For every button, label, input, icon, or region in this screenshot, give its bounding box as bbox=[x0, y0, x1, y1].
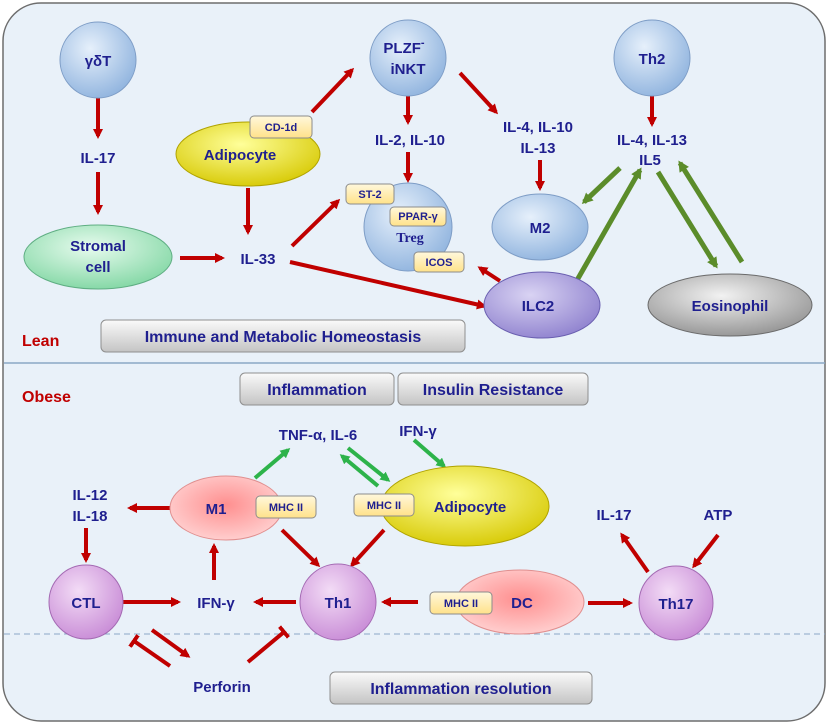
arrow-m1-th1 bbox=[280, 528, 321, 568]
cytokine-il13: IL-13 bbox=[520, 140, 555, 157]
arrow-th17-il17 bbox=[620, 532, 650, 574]
cell-stromal: Stromal cell bbox=[23, 224, 173, 290]
cytokine-il5: IL5 bbox=[639, 152, 661, 169]
banner-insulin-resistance-text: Insulin Resistance bbox=[423, 382, 564, 399]
banner-homeostasis-text: Immune and Metabolic Homeostasis bbox=[145, 329, 422, 346]
cell-adipocyte-lean: Adipocyte CD-1d bbox=[175, 115, 321, 187]
cytokine-il17-lean: IL-17 bbox=[80, 150, 115, 167]
cell-th1-label: Th1 bbox=[325, 595, 352, 612]
arrow-adipocyte-tnf bbox=[339, 454, 380, 488]
cytokine-il2-il10: IL-2, IL-10 bbox=[375, 132, 445, 149]
cell-plzf-inkt: PLZF- iNKT bbox=[369, 19, 447, 97]
obese-arrows bbox=[81, 438, 720, 668]
cell-adipocyte-lean-label: Adipocyte bbox=[204, 147, 277, 164]
arrow-adipocyte-th1 bbox=[349, 528, 386, 568]
tag-cd1d-box bbox=[249, 115, 313, 139]
banner-insulin-resistance: Insulin Resistance bbox=[397, 372, 589, 406]
banner-inflammation-text: Inflammation bbox=[267, 382, 367, 399]
cytokine-ifng-mid: IFN-γ bbox=[197, 595, 235, 612]
section-label-obese: Obese bbox=[22, 389, 71, 406]
tag-mhc-dc-box bbox=[429, 591, 493, 615]
banner-inflammation: Inflammation bbox=[239, 372, 395, 406]
cell-th2-label: Th2 bbox=[639, 51, 666, 68]
cell-m2-label: M2 bbox=[530, 220, 551, 237]
cytokine-il18: IL-18 bbox=[72, 508, 107, 525]
arrow-il33-ilc2 bbox=[289, 260, 487, 310]
cell-m1: M1 MHC II bbox=[169, 475, 317, 541]
cell-dc: DC MHC II bbox=[429, 569, 585, 635]
arrow-ifng-adipocyte bbox=[412, 438, 447, 468]
arrow-il33-st2 bbox=[290, 198, 341, 248]
arrow-ilc2-il5 bbox=[573, 167, 643, 284]
tag-cd1d: CD-1d bbox=[265, 122, 297, 134]
cell-inkt-label: iNKT bbox=[391, 61, 426, 78]
cell-m1-label: M1 bbox=[206, 501, 227, 518]
section-label-lean: Lean bbox=[22, 333, 59, 350]
tag-ppar: PPAR-γ bbox=[398, 211, 438, 223]
cell-th17-label: Th17 bbox=[658, 596, 693, 613]
cell-ilc2: ILC2 bbox=[483, 271, 601, 339]
cell-eosinophil: Eosinophil bbox=[647, 273, 813, 337]
cytokine-il4-il10: IL-4, IL-10 bbox=[503, 119, 573, 136]
arrow-plzf-il4 bbox=[458, 71, 499, 115]
tag-st2-box bbox=[345, 183, 395, 205]
tag-mhc-adipo-box bbox=[353, 493, 415, 517]
cell-ctl-label: CTL bbox=[71, 595, 100, 612]
tag-icos: ICOS bbox=[426, 257, 453, 269]
cell-gdt-label: γδT bbox=[85, 53, 112, 70]
arrow-tnf-adipocyte bbox=[346, 446, 391, 482]
cytokine-il4-il13: IL-4, IL-13 bbox=[617, 132, 687, 149]
cell-ctl: CTL bbox=[48, 564, 124, 640]
arrow-m1-tnf bbox=[253, 448, 291, 480]
cell-ilc2-label: ILC2 bbox=[522, 298, 555, 315]
cytokine-il12: IL-12 bbox=[72, 487, 107, 504]
banner-homeostasis: Immune and Metabolic Homeostasis bbox=[100, 319, 466, 353]
banner-resolution-text: Inflammation resolution bbox=[370, 681, 551, 698]
cytokine-il17-obese: IL-17 bbox=[596, 507, 631, 524]
cytokine-il33: IL-33 bbox=[240, 251, 275, 268]
tag-mhc-m1: MHC II bbox=[269, 502, 303, 514]
cell-m2: M2 bbox=[491, 193, 589, 261]
cell-adipocyte-obese: Adipocyte MHC II bbox=[353, 465, 550, 547]
arrow-il5-eosinophil bbox=[655, 170, 719, 269]
inhibit-perforin-th1 bbox=[246, 625, 291, 664]
cell-plzf-label: PLZF- bbox=[383, 37, 425, 57]
cytokine-atp: ATP bbox=[704, 507, 733, 524]
cytokine-perforin: Perforin bbox=[193, 679, 251, 696]
cytokine-tnf-il6: TNF-α, IL-6 bbox=[279, 427, 357, 444]
cell-stromal-label-2: cell bbox=[85, 259, 110, 276]
tag-st2: ST-2 bbox=[358, 189, 381, 201]
cell-th2: Th2 bbox=[613, 19, 691, 97]
cell-eosinophil-label: Eosinophil bbox=[692, 298, 769, 315]
arrow-eosinophil-il5 bbox=[677, 160, 745, 264]
banner-resolution: Inflammation resolution bbox=[329, 671, 593, 705]
tag-mhc-adipo: MHC II bbox=[367, 500, 401, 512]
tag-mhc-dc: MHC II bbox=[444, 598, 478, 610]
cytokine-ifng-top: IFN-γ bbox=[399, 423, 437, 440]
cell-adipocyte-obese-label: Adipocyte bbox=[434, 499, 507, 516]
arrow-atp-th17 bbox=[692, 533, 720, 569]
inhibit-perforin-ctl bbox=[128, 634, 172, 668]
cell-treg: Treg ST-2 PPAR-γ ICOS bbox=[345, 182, 465, 273]
arrow-ilc2-icos bbox=[477, 266, 502, 283]
cell-treg-label: Treg bbox=[396, 231, 423, 246]
tag-mhc-m1-box bbox=[255, 495, 317, 519]
tag-ppar-box bbox=[389, 206, 447, 227]
cell-stromal-label-1: Stromal bbox=[70, 238, 126, 255]
cell-th1: Th1 bbox=[299, 563, 377, 641]
cell-dc-label: DC bbox=[511, 595, 533, 612]
arrow-ctl-perforin bbox=[150, 628, 191, 658]
cell-th17: Th17 bbox=[638, 565, 714, 641]
arrow-adipocyte-plzf bbox=[310, 67, 355, 114]
arrow-il5-m2 bbox=[581, 166, 622, 205]
lean-arrows bbox=[93, 67, 745, 310]
cell-gdt: γδT bbox=[59, 21, 137, 99]
tag-icos-box bbox=[413, 251, 465, 273]
